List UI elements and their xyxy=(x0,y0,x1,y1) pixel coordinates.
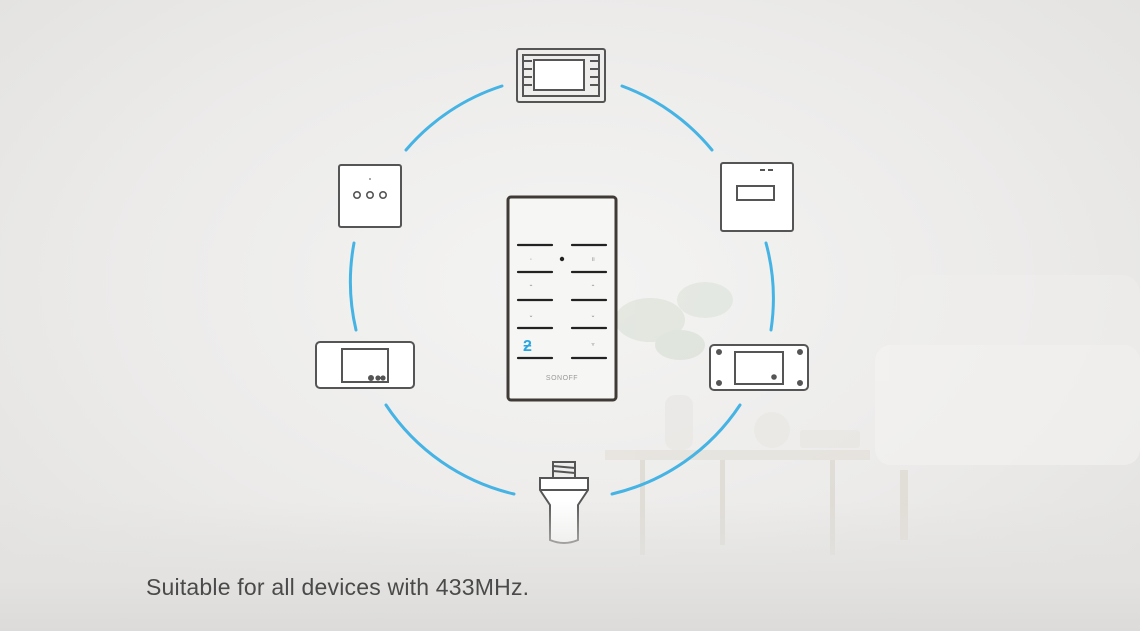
relay-module-icon xyxy=(516,48,606,103)
remote-glyph-arrow-icon: ▿ xyxy=(591,342,594,348)
touch-switch-3gang-icon xyxy=(338,164,402,228)
remote-glyph-bulb-icon: ◦ xyxy=(530,257,532,263)
remote-glyph-up-icon: ⌃ xyxy=(528,284,533,291)
floor-fade xyxy=(0,501,1140,631)
remote-pair-icon: ƻ xyxy=(523,338,532,355)
ring-arc-top-left xyxy=(404,84,504,152)
remote-brand-label: SONOFF xyxy=(546,375,578,382)
remote-glyph-down-icon-2: ⌄ xyxy=(590,313,595,319)
remote-button-dividers xyxy=(516,243,608,360)
background-furniture xyxy=(605,275,1140,555)
sofa xyxy=(875,275,1140,540)
ring-arc-bottom-left xyxy=(384,403,516,496)
remote-led xyxy=(559,256,565,262)
remote-glyph-up-icon-2: ⌃ xyxy=(590,284,595,291)
remote-button-glyphs: ◦ ॥ ⌃ ⌃ ⌄ ⌄ ▿ xyxy=(528,257,595,348)
connection-ring xyxy=(348,84,775,496)
ring-arc-right xyxy=(764,241,775,332)
inline-switch-left-icon xyxy=(315,341,415,389)
plant-vase xyxy=(615,282,733,450)
ring-arc-left xyxy=(348,241,358,332)
caption-text: Suitable for all devices with 433MHz. xyxy=(146,574,530,600)
wall-switch-box-icon xyxy=(720,162,794,232)
remote-controller: ◦ ॥ ⌃ ⌃ ⌄ ⌄ ▿ ƻ SONOFF xyxy=(506,195,618,402)
inline-switch-right-icon xyxy=(709,344,809,391)
remote-glyph-pause-icon: ॥ xyxy=(591,257,595,263)
ring-arc-top-right xyxy=(620,84,714,152)
remote-glyph-down-icon: ⌄ xyxy=(528,313,533,319)
ring-arc-bottom-right xyxy=(610,403,742,496)
